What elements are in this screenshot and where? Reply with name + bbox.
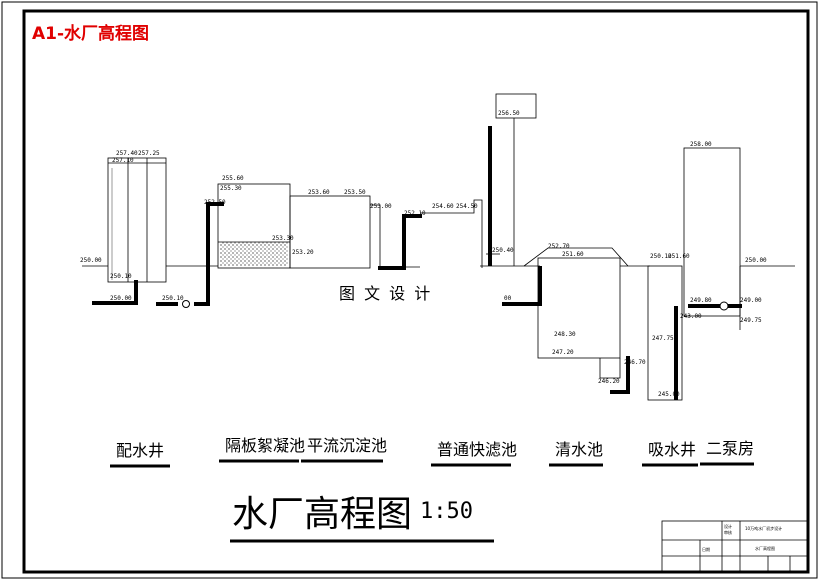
elevation-label: 250.10 [162,295,184,302]
pipelines [92,126,742,400]
structure-flocculation-sedimentation [217,183,381,269]
elevation-label: 252.50 [204,199,226,206]
structure-rapid-filter [420,93,537,268]
drawing-title: 水厂高程图 [232,494,412,535]
elevation-label: 257.10 [112,157,134,164]
title-block [661,520,809,573]
elevation-label: 252.10 [404,210,426,217]
elevation-label: 255.30 [220,185,242,192]
pump-symbol [719,301,729,311]
elevation-label: 251.60 [562,251,584,258]
elevation-label: 246.20 [598,378,620,385]
elevation-label: 250.40 [492,247,514,254]
structure-suction-well-pump-house [647,147,741,401]
elevation-label: 257.25 [138,150,160,157]
elevation-label: 248.30 [554,331,576,338]
elevation-label: 251.60 [668,253,690,260]
tb-row-3: 日期 [702,546,710,552]
elevation-label: 247.20 [552,349,574,356]
structure-captions: 配水井 隔板絮凝池平流沉淀池 普通快滤池 清水池 吸水井二泵房 [110,436,754,468]
structure-caption: 吸水井 [648,440,696,459]
elevation-label: 254.50 [456,203,478,210]
structure-clear-water-tank [537,257,621,379]
tb-row-1: 设计 [724,523,732,529]
elevation-label: 254.60 [432,203,454,210]
elevation-label: 249.00 [740,297,762,304]
structure-caption: 平流沉淀池 [307,436,387,455]
inner-frame [22,9,810,574]
elevation-label: 249.75 [740,317,762,324]
elevation-label: 253.20 [292,249,314,256]
structure-caption: 普通快滤池 [437,440,517,459]
elevation-label: 253.50 [344,189,366,196]
elevation-label: 246.70 [624,359,646,366]
sheet-label: A1-水厂高程图 [32,23,149,44]
structure-distribution-well [107,157,167,283]
elevation-label: 253.30 [272,235,294,242]
elevation-label: 250.00 [80,257,102,264]
elevation-label: 245.00 [658,391,680,398]
structure-caption: 隔板絮凝池 [225,436,305,455]
elevation-label: 243.00 [680,313,702,320]
structure-caption: 配水井 [116,441,164,460]
elevation-label: 00 [504,295,512,302]
structure-caption: 二泵房 [706,439,754,458]
elevation-label: 250.00 [110,295,132,302]
tb-drawing: 水厂高程图 [755,545,775,551]
structure-caption: 清水池 [555,440,603,459]
elevation-label: 258.00 [690,141,712,148]
watermark: 图 文 设 计 [339,284,432,303]
elevation-label: 249.80 [690,297,712,304]
elevation-label: 253.60 [308,189,330,196]
elevation-label: 256.50 [498,110,520,117]
elevation-label: 250.00 [745,257,767,264]
elevation-label: 247.75 [652,335,674,342]
elevation-label: 257.40 [116,150,138,157]
tb-project: 10万吨水厂初步设计 [745,525,782,531]
tb-row-2: 审核 [724,529,732,535]
elevation-label: 252.70 [548,243,570,250]
elevation-label: 255.60 [222,175,244,182]
drawing-scale: 1:50 [420,499,473,524]
valve-symbol [182,300,190,308]
elevation-label: 250.10 [110,273,132,280]
elevation-label: 250.10 [650,253,672,260]
elevation-label: 253.00 [370,203,392,210]
